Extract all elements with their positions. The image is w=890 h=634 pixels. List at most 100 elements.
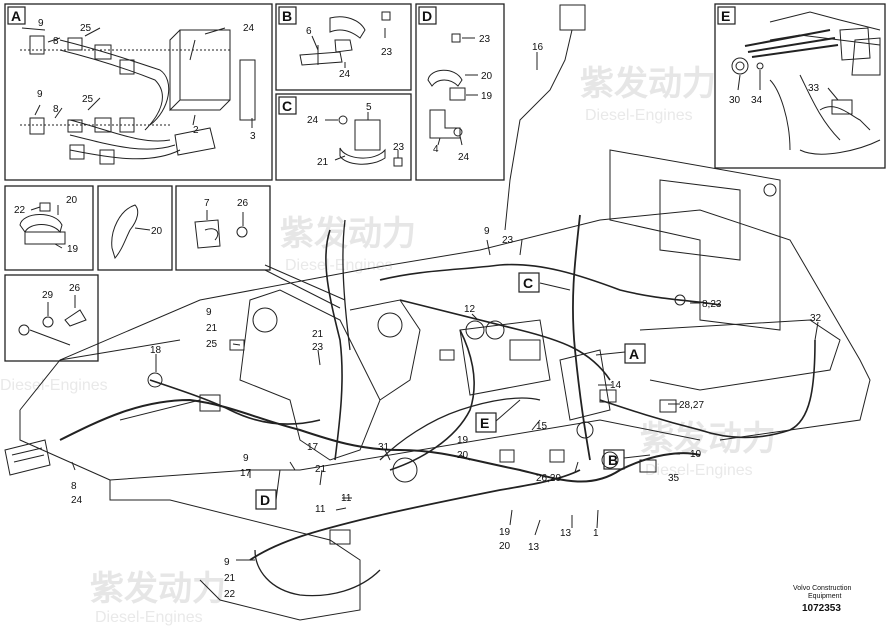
part-label: 19	[457, 435, 469, 446]
inset-e-frame	[714, 3, 886, 169]
inset-i-label: 29	[42, 290, 54, 301]
inset-a-drawing	[20, 27, 256, 165]
svg-text:紫发动力: 紫发动力	[280, 215, 416, 253]
inset-a-label: 2	[193, 125, 199, 136]
main-callout-a: A	[629, 346, 639, 362]
inset-c-label: 24	[307, 115, 319, 126]
inset-h-drawing	[194, 210, 248, 249]
inset-i-frame	[4, 274, 99, 362]
inset-d-label: 23	[479, 34, 491, 45]
callout-letter-c: C	[282, 98, 292, 114]
svg-text:Diesel-Engines: Diesel-Engines	[0, 377, 108, 394]
inset-e-label: 34	[751, 95, 763, 106]
inset-c-label: 23	[393, 142, 405, 153]
inset-c-drawing	[325, 112, 403, 167]
inset-a-label: 24	[243, 23, 255, 34]
inset-d-label: 20	[481, 71, 493, 82]
main-callout-d: D	[260, 492, 270, 508]
inset-g-frame	[97, 185, 173, 271]
inset-h-frame	[175, 185, 271, 271]
inset-a-label: 25	[82, 94, 94, 105]
part-label: 9	[224, 557, 230, 568]
part-label: 20	[499, 541, 511, 552]
part-label: 10	[690, 449, 702, 460]
main-callout-b: B	[608, 452, 618, 468]
inset-c-frame	[275, 93, 412, 181]
part-label: 12	[464, 304, 476, 315]
main-frame-drawing	[4, 4, 871, 621]
svg-text:紫发动力: 紫发动力	[580, 65, 716, 103]
part-label: 26,29	[536, 473, 561, 484]
part-label: 8,23	[702, 299, 722, 310]
part-label: 21	[312, 329, 324, 340]
inset-c-label: 21	[317, 157, 329, 168]
part-label: 23	[312, 342, 324, 353]
inset-g-label: 20	[151, 226, 163, 237]
watermark: 紫发动力 Diesel-Engines 紫发动力 Diesel-Engines …	[0, 65, 776, 626]
inset-a-label: 8	[53, 36, 59, 47]
part-label: 22	[224, 589, 236, 600]
inset-f-frame	[4, 185, 94, 271]
footer-number: 1072353	[802, 603, 841, 614]
inset-d-frame	[415, 3, 505, 181]
footer-caption: Volvo Construction Equipment 1072353	[793, 585, 851, 614]
part-label: 23	[502, 235, 514, 246]
inset-h-label: 26	[237, 198, 249, 209]
inset-c-label: 5	[366, 102, 372, 113]
main-callout-c: C	[523, 275, 533, 291]
inset-a-frame	[4, 3, 273, 181]
part-label: 11	[315, 504, 326, 515]
inset-d-label: 4	[433, 144, 439, 155]
inset-f-label: 22	[14, 205, 26, 216]
inset-e-drawing	[731, 11, 881, 155]
svg-text:Diesel-Engines: Diesel-Engines	[645, 462, 753, 479]
inset-d-label: 19	[481, 91, 493, 102]
svg-text:Diesel-Engines: Diesel-Engines	[285, 257, 393, 274]
part-label: 14	[610, 380, 622, 391]
inset-e-label: 30	[729, 95, 741, 106]
part-label: 16	[532, 42, 544, 53]
part-label: 24	[71, 495, 83, 506]
inset-d-label: 24	[458, 152, 470, 163]
svg-text:紫发动力: 紫发动力	[90, 570, 226, 608]
inset-f-drawing	[19, 202, 66, 249]
inset-a-label: 9	[37, 89, 43, 100]
part-label: 9	[484, 226, 490, 237]
inset-h-label: 7	[204, 198, 210, 209]
inset-b-frame	[275, 3, 412, 91]
part-label: 17	[240, 468, 252, 479]
inset-i-drawing	[18, 295, 87, 346]
main-part-labels: 16 9 23 8,23 12 32 9 21 25 18 21 23 14 2…	[71, 42, 822, 600]
inset-e-label: 33	[808, 83, 820, 94]
part-label: 1	[593, 528, 599, 539]
inset-g-drawing	[111, 204, 151, 260]
part-label: 9	[243, 453, 249, 464]
inset-d-drawing	[427, 33, 478, 146]
part-label: 19	[499, 527, 511, 538]
part-label: 18	[150, 345, 162, 356]
svg-text:紫发动力: 紫发动力	[640, 420, 776, 458]
part-label: 20	[457, 450, 469, 461]
part-label: 31	[378, 442, 390, 453]
inset-f-label: 19	[67, 244, 79, 255]
part-label: 11	[341, 493, 352, 504]
inset-b-drawing	[299, 11, 391, 68]
inset-i-label: 26	[69, 283, 81, 294]
footer-sub: Equipment	[808, 593, 842, 600]
callout-letter-d: D	[422, 8, 432, 24]
part-label: 8	[71, 481, 77, 492]
inset-f-label: 20	[66, 195, 78, 206]
part-label: 32	[810, 313, 822, 324]
inset-b-label: 6	[306, 26, 312, 37]
inset-a-label: 3	[250, 131, 256, 142]
part-label: 13	[560, 528, 572, 539]
part-label: 21	[206, 323, 218, 334]
svg-text:Diesel-Engines: Diesel-Engines	[95, 609, 203, 626]
inset-a-label: 9	[38, 18, 44, 29]
inset-a-label: 25	[80, 23, 92, 34]
inset-b-label: 23	[381, 47, 393, 58]
part-label: 13	[528, 542, 540, 553]
main-callout-e: E	[480, 415, 489, 431]
callout-letter-e: E	[721, 8, 730, 24]
